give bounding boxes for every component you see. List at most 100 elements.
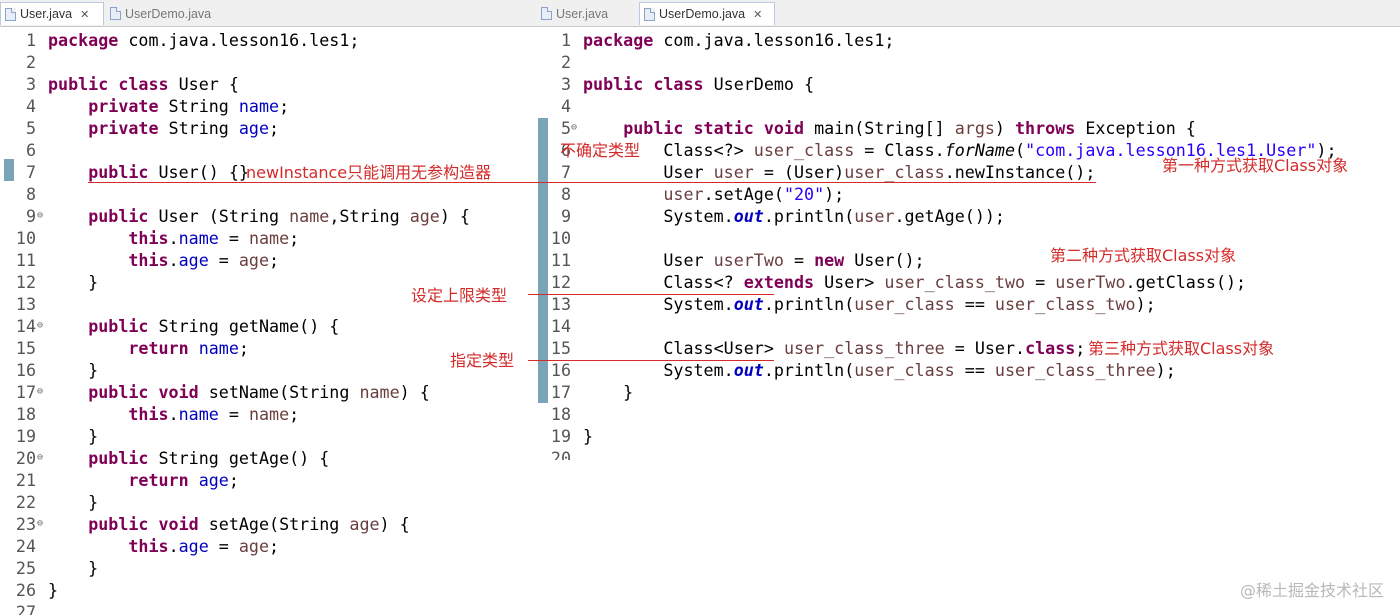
code-line[interactable]: 20 xyxy=(535,447,1337,460)
code-text: System.out.println(user_class == user_cl… xyxy=(583,360,1176,380)
code-line[interactable]: 17⊖ public void setName(String name) { xyxy=(0,381,470,403)
code-line[interactable]: 18 this.name = name; xyxy=(0,403,470,425)
line-number: 8 xyxy=(560,184,571,204)
code-line[interactable]: 19 } xyxy=(0,425,470,447)
annotation-line xyxy=(528,294,774,295)
line-number: 19 xyxy=(15,426,36,446)
code-line[interactable]: 17 } xyxy=(535,381,1337,403)
code-line[interactable]: 15 Class<User> user_class_three = User.c… xyxy=(535,337,1337,359)
fold-toggle-icon[interactable]: ⊖ xyxy=(37,210,44,221)
code-line[interactable]: 24 this.age = age; xyxy=(0,535,470,557)
tab-user-java[interactable]: User.java ✕ xyxy=(0,2,104,25)
code-text: this.age = age; xyxy=(128,536,280,556)
code-text: User userTwo = new User(); xyxy=(583,250,925,270)
code-line[interactable]: 16 } xyxy=(0,359,470,381)
code-line[interactable]: 26} xyxy=(0,579,470,601)
code-line[interactable]: 4 xyxy=(535,95,1337,117)
fold-toggle-icon[interactable]: ⊖ xyxy=(37,386,44,397)
close-icon[interactable]: ✕ xyxy=(753,8,763,21)
code-line[interactable]: 6 xyxy=(0,139,470,161)
code-line[interactable]: 10 xyxy=(535,227,1337,249)
code-line[interactable]: 12 Class<? extends User> user_class_two … xyxy=(535,271,1337,293)
close-icon[interactable]: ✕ xyxy=(80,8,90,21)
code-line[interactable]: 23⊖ public void setAge(String age) { xyxy=(0,513,470,535)
code-text: } xyxy=(48,272,99,292)
code-line[interactable]: 16 System.out.println(user_class == user… xyxy=(535,359,1337,381)
code-line[interactable]: 5 private String age; xyxy=(0,117,470,139)
fold-toggle-icon[interactable]: ⊖ xyxy=(571,122,578,133)
fold-toggle-icon[interactable]: ⊖ xyxy=(37,452,44,463)
code-text: return age; xyxy=(128,470,239,490)
right-tab-bar: User.java UserDemo.java ✕ xyxy=(535,0,1400,27)
line-number: 13 xyxy=(15,294,36,314)
code-text: System.out.println(user.getAge()); xyxy=(583,206,1005,226)
code-line[interactable]: 5⊖ public static void main(String[] args… xyxy=(535,117,1337,139)
code-line[interactable]: 25 } xyxy=(0,557,470,579)
code-line[interactable]: 21 return age; xyxy=(0,469,470,491)
code-text: public static void main(String[] args) t… xyxy=(623,118,1196,138)
code-text: package com.java.lesson16.les1; xyxy=(48,30,360,50)
line-number: 24 xyxy=(15,536,36,556)
code-line[interactable]: 8 xyxy=(0,183,470,205)
code-line[interactable]: 2 xyxy=(535,51,1337,73)
tab-userdemo-java[interactable]: UserDemo.java ✕ xyxy=(639,2,775,25)
line-number: 25 xyxy=(15,558,36,578)
code-line[interactable]: 10 this.name = name; xyxy=(0,227,470,249)
code-line[interactable]: 8 user.setAge("20"); xyxy=(535,183,1337,205)
code-line[interactable]: 11 User userTwo = new User(); xyxy=(535,249,1337,271)
code-line[interactable]: 15 return name; xyxy=(0,337,470,359)
code-line[interactable]: 13 System.out.println(user_class == user… xyxy=(535,293,1337,315)
tab-user-java[interactable]: User.java xyxy=(537,2,637,25)
code-line[interactable]: 12 } xyxy=(0,271,470,293)
line-number: 11 xyxy=(15,250,36,270)
code-text: Class<? extends User> user_class_two = u… xyxy=(583,272,1247,292)
annotation-line xyxy=(528,360,774,361)
code-line[interactable]: 7 public User() {} xyxy=(0,161,470,183)
code-line[interactable]: 14⊖ public String getName() { xyxy=(0,315,470,337)
code-line[interactable]: 9 System.out.println(user.getAge()); xyxy=(535,205,1337,227)
watermark: @稀土掘金技术社区 xyxy=(1239,581,1384,600)
code-text: } xyxy=(48,492,99,512)
code-line[interactable]: 22 } xyxy=(0,491,470,513)
line-number: 9 xyxy=(560,206,571,226)
code-line[interactable]: 11 this.age = age; xyxy=(0,249,470,271)
fold-toggle-icon[interactable]: ⊖ xyxy=(37,320,44,331)
line-number: 19 xyxy=(550,426,571,446)
code-line[interactable]: 13 xyxy=(0,293,470,315)
fold-toggle-icon[interactable]: ⊖ xyxy=(37,518,44,529)
code-text: public void setAge(String age) { xyxy=(88,514,410,534)
code-line[interactable]: 9⊖ public User (String name,String age) … xyxy=(0,205,470,227)
tab-label: User.java xyxy=(556,6,609,21)
line-number: 4 xyxy=(25,96,36,116)
code-line[interactable]: 4 private String name; xyxy=(0,95,470,117)
line-number: 3 xyxy=(25,74,36,94)
code-line[interactable]: 7 User user = (User)user_class.newInstan… xyxy=(535,161,1337,183)
code-line[interactable]: 6 Class<?> user_class = Class.forName("c… xyxy=(535,139,1337,161)
line-number: 7 xyxy=(560,162,571,182)
change-marker xyxy=(4,159,14,181)
line-number: 20 xyxy=(550,448,571,460)
line-number: 1 xyxy=(560,30,571,50)
line-number: 6 xyxy=(25,140,36,160)
code-line[interactable]: 14 xyxy=(535,315,1337,337)
code-text: Class<?> user_class = Class.forName("com… xyxy=(583,140,1337,160)
code-line[interactable]: 18 xyxy=(535,403,1337,425)
code-text: } xyxy=(48,558,99,578)
code-text: public String getAge() { xyxy=(88,448,330,468)
code-line[interactable]: 27 xyxy=(0,601,470,615)
tab-label: UserDemo.java xyxy=(125,6,212,21)
line-number: 26 xyxy=(15,580,36,600)
code-text: User user = (User)user_class.newInstance… xyxy=(583,162,1096,182)
code-line[interactable]: 2 xyxy=(0,51,470,73)
code-line[interactable]: 20⊖ public String getAge() { xyxy=(0,447,470,469)
tab-userdemo-java[interactable]: UserDemo.java xyxy=(106,2,236,25)
code-line[interactable]: 19} xyxy=(535,425,1337,447)
